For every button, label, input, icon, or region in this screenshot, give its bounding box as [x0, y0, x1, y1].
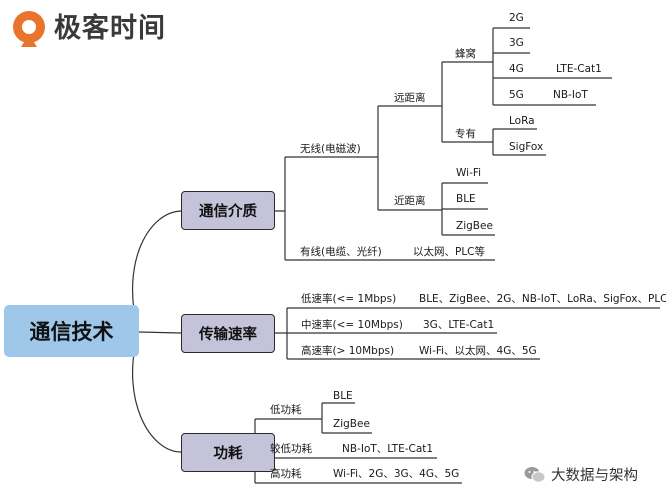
short-range-label: 近距离: [394, 195, 426, 207]
watermark: 大数据与架构: [524, 464, 638, 485]
leaf-power-ble: BLE: [333, 390, 353, 402]
brand-name: 极客时间: [54, 13, 166, 44]
low-power-label: 低功耗: [270, 404, 302, 416]
wired-label: 有线(电缆、光纤): [300, 246, 382, 258]
low-rate-label: 低速率(<= 1Mbps): [301, 293, 397, 305]
leaf-3g: 3G: [509, 37, 524, 49]
high-rate-label: 高速率(> 10Mbps): [301, 345, 395, 357]
long-range-label: 远距离: [394, 92, 426, 104]
low-rate-detail: BLE、ZigBee、2G、NB-IoT、LoRa、SigFox、PLC: [419, 293, 666, 305]
high-power-detail: Wi-Fi、2G、3G、4G、5G: [333, 468, 460, 480]
wired-detail: 以太网、PLC等: [413, 246, 486, 258]
leaf-sigfox: SigFox: [509, 141, 544, 153]
proprietary-label: 专有: [455, 128, 476, 140]
branch-power: 功耗: [181, 433, 275, 472]
lower-power-detail: NB-IoT、LTE-Cat1: [342, 443, 434, 455]
leaf-4g: 4G: [509, 63, 524, 75]
leaf-ble: BLE: [456, 193, 476, 205]
wechat-icon: [524, 466, 546, 483]
cellular-label: 蜂窝: [455, 48, 476, 60]
high-power-label: 高功耗: [270, 468, 302, 480]
leaf-5g: 5G: [509, 89, 524, 101]
wireless-label: 无线(电磁波): [300, 143, 361, 155]
leaf-lora: LoRa: [509, 115, 535, 127]
leaf-2g: 2G: [509, 12, 524, 24]
lower-power-label: 较低功耗: [270, 443, 312, 455]
leaf-5g-detail: NB-IoT: [553, 89, 588, 101]
mid-rate-detail: 3G、LTE-Cat1: [423, 319, 495, 331]
branch-rate: 传输速率: [181, 314, 275, 353]
root-node: 通信技术: [4, 305, 139, 357]
geektime-logo-icon: [13, 11, 45, 47]
brand-logo: 极客时间: [10, 9, 166, 49]
branch-medium: 通信介质: [181, 191, 275, 230]
leaf-power-zigbee: ZigBee: [333, 418, 370, 430]
watermark-text: 大数据与架构: [551, 468, 638, 484]
leaf-4g-detail: LTE-Cat1: [556, 63, 602, 75]
leaf-zigbee: ZigBee: [456, 220, 493, 232]
high-rate-detail: Wi-Fi、以太网、4G、5G: [419, 345, 537, 357]
mid-rate-label: 中速率(<= 10Mbps): [301, 319, 403, 331]
leaf-wifi: Wi-Fi: [456, 167, 482, 179]
